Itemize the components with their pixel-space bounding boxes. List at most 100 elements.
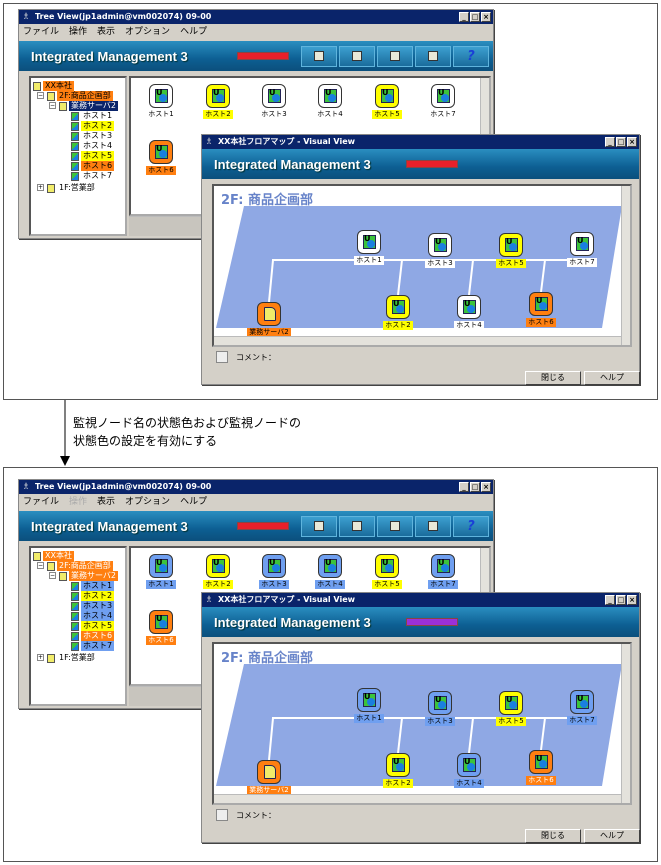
tree-item[interactable]: ホスト2	[71, 121, 115, 131]
close-button[interactable]: ×	[627, 137, 637, 147]
comment-edit-button[interactable]	[216, 809, 228, 821]
tree-item[interactable]: 2F:商品企画部	[47, 91, 113, 101]
menu-item[interactable]: ヘルプ	[180, 27, 208, 37]
help-button[interactable]: ヘルプ	[584, 371, 640, 385]
close-button[interactable]: 閉じる	[525, 371, 581, 385]
tree-item[interactable]: XX本社	[33, 81, 74, 91]
tree-item[interactable]: 業務サーバ2	[59, 571, 119, 581]
tree-item[interactable]: ホスト3	[71, 601, 115, 611]
tree-item[interactable]: ホスト4	[71, 141, 115, 151]
event-button[interactable]	[415, 516, 451, 537]
minimize-button[interactable]: _	[605, 595, 615, 605]
menu-item[interactable]: ファイル	[23, 27, 60, 37]
tree-item[interactable]: ホスト1	[71, 581, 115, 591]
visual-view-button[interactable]	[301, 516, 337, 537]
tree-item[interactable]: ホスト3	[71, 131, 115, 141]
expand-toggle[interactable]: +	[37, 184, 44, 191]
collapse-toggle[interactable]: −	[37, 562, 44, 569]
maximize-button[interactable]: □	[470, 12, 480, 22]
close-button[interactable]: ×	[481, 12, 491, 22]
tree-item[interactable]: 1F:営業部	[47, 653, 97, 663]
tree-item[interactable]: 業務サーバ2	[59, 101, 119, 111]
collapse-toggle[interactable]: −	[49, 102, 56, 109]
tree-item[interactable]: ホスト2	[71, 591, 115, 601]
comment-edit-button[interactable]	[216, 351, 228, 363]
system-button[interactable]	[377, 516, 413, 537]
maximize-button[interactable]: □	[470, 482, 480, 492]
horizontal-scrollbar[interactable]	[214, 794, 621, 803]
menu-item[interactable]: 表示	[97, 497, 116, 507]
expand-toggle[interactable]: +	[37, 654, 44, 661]
horizontal-scrollbar[interactable]	[214, 336, 621, 345]
map-node[interactable]: 業務サーバ2	[239, 760, 299, 795]
menu-item[interactable]: オプション	[125, 497, 171, 507]
maximize-button[interactable]: □	[616, 137, 626, 147]
menu-item[interactable]: ヘルプ	[180, 497, 208, 507]
collapse-toggle[interactable]: −	[37, 92, 44, 99]
help-button[interactable]: ヘルプ	[584, 829, 640, 843]
monitor-button[interactable]	[339, 46, 375, 67]
menu-item[interactable]: ファイル	[23, 497, 60, 507]
minimize-button[interactable]: _	[459, 12, 469, 22]
help-button[interactable]: ?	[453, 46, 489, 67]
minimize-button[interactable]: _	[459, 482, 469, 492]
tree-item[interactable]: ホスト1	[71, 111, 115, 121]
system-button[interactable]	[377, 46, 413, 67]
vertical-scrollbar[interactable]	[621, 186, 630, 345]
tree-item[interactable]: ホスト6	[71, 631, 115, 641]
monitor-button[interactable]	[339, 516, 375, 537]
minimize-button[interactable]: _	[605, 137, 615, 147]
help-button[interactable]: ?	[453, 516, 489, 537]
collapse-toggle[interactable]: −	[49, 572, 56, 579]
tree-item[interactable]: ホスト5	[71, 621, 115, 631]
tree-item[interactable]: 1F:営業部	[47, 183, 97, 193]
tree-item[interactable]: XX本社	[33, 551, 74, 561]
map-node[interactable]: 業務サーバ2	[239, 302, 299, 337]
menu-item[interactable]: オプション	[125, 27, 171, 37]
menu-item[interactable]: 表示	[97, 27, 116, 37]
tree-item[interactable]: 2F:商品企画部	[47, 561, 113, 571]
maximize-button[interactable]: □	[616, 595, 626, 605]
tree-item[interactable]: ホスト6	[71, 161, 115, 171]
menu-item[interactable]: 操作	[69, 27, 88, 37]
close-button[interactable]: 閉じる	[525, 829, 581, 843]
tree-item[interactable]: ホスト4	[71, 611, 115, 621]
tree-item[interactable]: ホスト7	[71, 171, 115, 181]
close-button[interactable]: ×	[627, 595, 637, 605]
visual-view-button[interactable]	[301, 46, 337, 67]
event-button[interactable]	[415, 46, 451, 67]
tree-item[interactable]: ホスト5	[71, 151, 115, 161]
close-button[interactable]: ×	[481, 482, 491, 492]
tree-item[interactable]: ホスト7	[71, 641, 115, 651]
vertical-scrollbar[interactable]	[621, 644, 630, 803]
